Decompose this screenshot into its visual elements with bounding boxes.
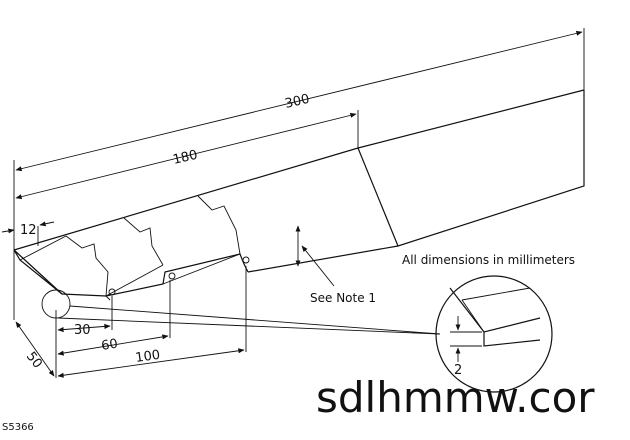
watermark-text: sdlhmmw.cor [316, 373, 595, 422]
dim-100-label: 100 [134, 348, 161, 366]
figure-code: S5366 [2, 422, 34, 433]
units-note: All dimensions in millimeters [402, 253, 575, 267]
dim-12-label: 12 [20, 223, 37, 238]
dim-2-label: 2 [454, 363, 462, 378]
dim-180-label: 180 [172, 148, 200, 168]
dim-30-label: 30 [74, 323, 91, 338]
wedge-body [13, 89, 585, 301]
dim-300-label: 300 [284, 92, 312, 112]
dim-50-label: 50 [23, 349, 45, 371]
detail-callout [41, 275, 553, 393]
dimension-lines [1, 28, 585, 378]
dim-60-label: 60 [100, 337, 119, 354]
see-note-label: See Note 1 [310, 291, 376, 305]
